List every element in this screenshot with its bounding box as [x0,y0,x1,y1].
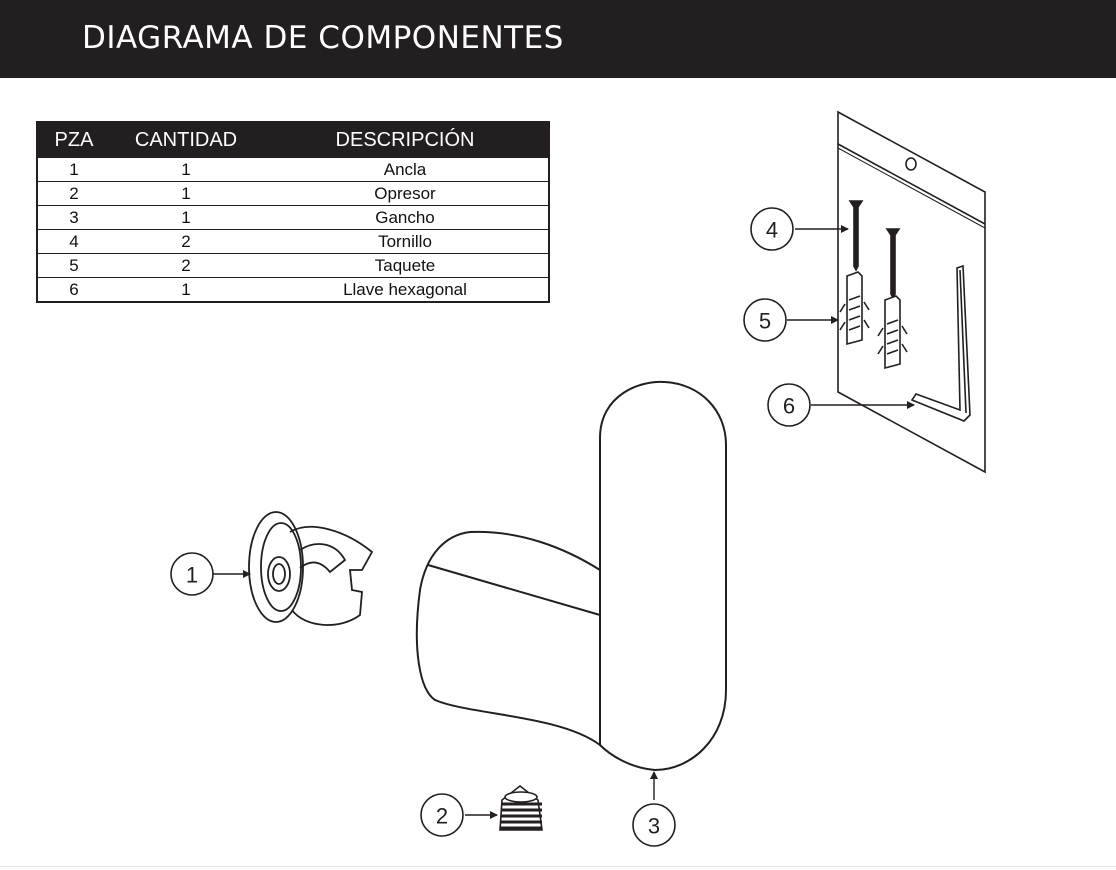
table-row: 4 2 Tornillo [37,229,549,254]
cell-cantidad: 1 [110,157,262,182]
bottom-divider [0,866,1116,867]
anchor-illustration [248,511,374,626]
cell-descripcion: Llave hexagonal [262,277,549,302]
callout-circle-6 [767,383,811,427]
table-header-row: PZA CANTIDAD DESCRIPCIÓN [37,122,549,158]
table-row: 1 1 Ancla [37,157,549,182]
table-row: 5 2 Taquete [37,253,549,278]
callout-circle-4 [750,207,794,251]
cell-pza: 3 [37,205,110,230]
cell-pza: 2 [37,181,110,206]
parts-table: PZA CANTIDAD DESCRIPCIÓN 1 1 Ancla 2 1 O… [36,121,550,303]
callout-number-2: 2 [436,804,448,829]
hook-illustration [415,380,727,772]
callout-circle-1 [170,552,214,596]
callout-circle-2 [420,793,464,837]
set-screw-illustration [499,784,543,831]
table-row: 6 1 Llave hexagonal [37,277,549,302]
cell-cantidad: 2 [110,253,262,278]
cell-cantidad: 1 [110,181,262,206]
cell-descripcion: Taquete [262,253,549,278]
cell-pza: 4 [37,229,110,254]
cell-pza: 1 [37,157,110,182]
column-header-pza: PZA [37,122,110,158]
table-row: 2 1 Opresor [37,181,549,206]
cell-descripcion: Ancla [262,157,549,182]
cell-pza: 6 [37,277,110,302]
callout-number-6: 6 [783,394,795,419]
callout-number-1: 1 [186,563,198,588]
cell-cantidad: 2 [110,229,262,254]
cell-pza: 5 [37,253,110,278]
cell-descripcion: Tornillo [262,229,549,254]
hardware-packet-illustration [837,110,986,474]
column-header-cantidad: CANTIDAD [110,122,262,158]
callout-circle-5 [743,298,787,342]
header-bar: DIAGRAMA DE COMPONENTES [0,0,1116,78]
cell-descripcion: Gancho [262,205,549,230]
callout-number-4: 4 [766,218,778,243]
callout-number-3: 3 [648,814,660,839]
callout-circle-3 [632,803,676,847]
hex-key-illustration [910,264,971,422]
page-title: DIAGRAMA DE COMPONENTES [82,20,564,56]
column-header-descripcion: DESCRIPCIÓN [262,122,549,158]
cell-descripcion: Opresor [262,181,549,206]
table-row: 3 1 Gancho [37,205,549,230]
cell-cantidad: 1 [110,205,262,230]
wall-anchor-illustration [839,271,908,370]
cell-cantidad: 1 [110,277,262,302]
callout-number-5: 5 [759,309,771,334]
